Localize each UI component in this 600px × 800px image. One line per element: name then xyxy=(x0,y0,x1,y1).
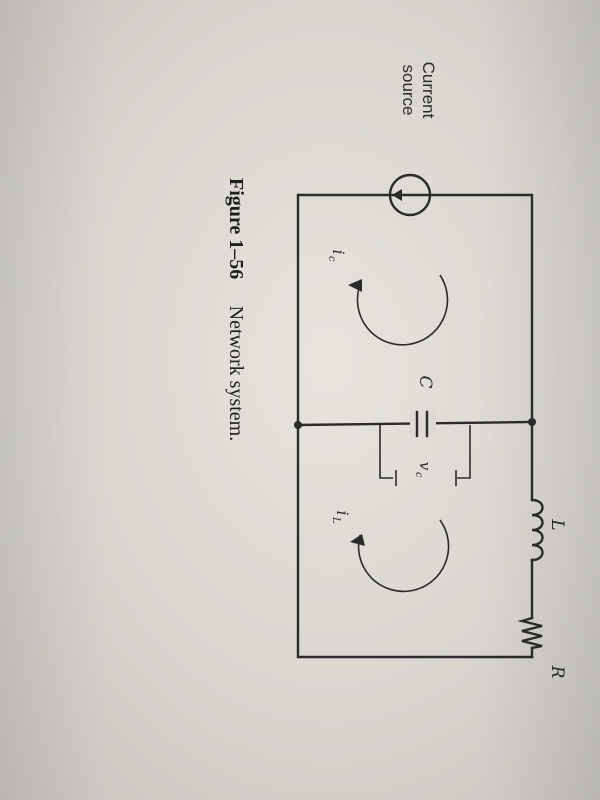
inductor-icon xyxy=(530,498,544,562)
capacitor-voltage-subscript: c xyxy=(413,472,424,478)
loop-current-ic-symbol: i xyxy=(329,249,348,254)
figure-title: Network system. xyxy=(225,306,247,442)
loop-current-arrowhead-il xyxy=(350,534,365,546)
loop-current-il-symbol: i xyxy=(333,510,352,515)
resistor-label: R xyxy=(547,665,567,679)
loop-current-arrow-il xyxy=(357,519,450,593)
capacitor-label: C xyxy=(415,375,435,388)
loop-current-arrowhead-ic xyxy=(348,279,362,292)
junction-dot-top xyxy=(528,418,536,426)
loop-current-label-ic: i c xyxy=(326,249,348,262)
current-source-label-line1: Current xyxy=(419,62,438,119)
resistor-icon xyxy=(517,616,543,650)
loop-current-label-il: i L xyxy=(330,510,352,524)
inductor-label: L xyxy=(547,518,567,530)
current-source-icon xyxy=(388,173,432,217)
loop-current-ic-subscript: c xyxy=(326,256,337,262)
loop-current-arrow-ic xyxy=(356,274,449,346)
wire-right-loop xyxy=(296,423,534,659)
wire-top-left xyxy=(296,193,534,427)
loop-current-il-subscript: L xyxy=(330,516,341,524)
junction-dot-bottom xyxy=(294,421,302,429)
capacitor-voltage-bracket xyxy=(379,425,471,486)
svg-text:Figure 1–56 Network syst: Figure 1–56 Network system. xyxy=(225,178,249,441)
current-source-label: Current source xyxy=(399,62,438,119)
capacitor-voltage-label: v c xyxy=(413,462,434,478)
figure-number: Figure 1–56 xyxy=(225,178,247,279)
capacitor-icon xyxy=(410,410,436,438)
figure-caption: Figure 1–56 Network system. xyxy=(225,178,249,441)
capacitor-voltage-symbol: v xyxy=(416,462,434,471)
current-source-label-line2: source xyxy=(399,64,418,115)
